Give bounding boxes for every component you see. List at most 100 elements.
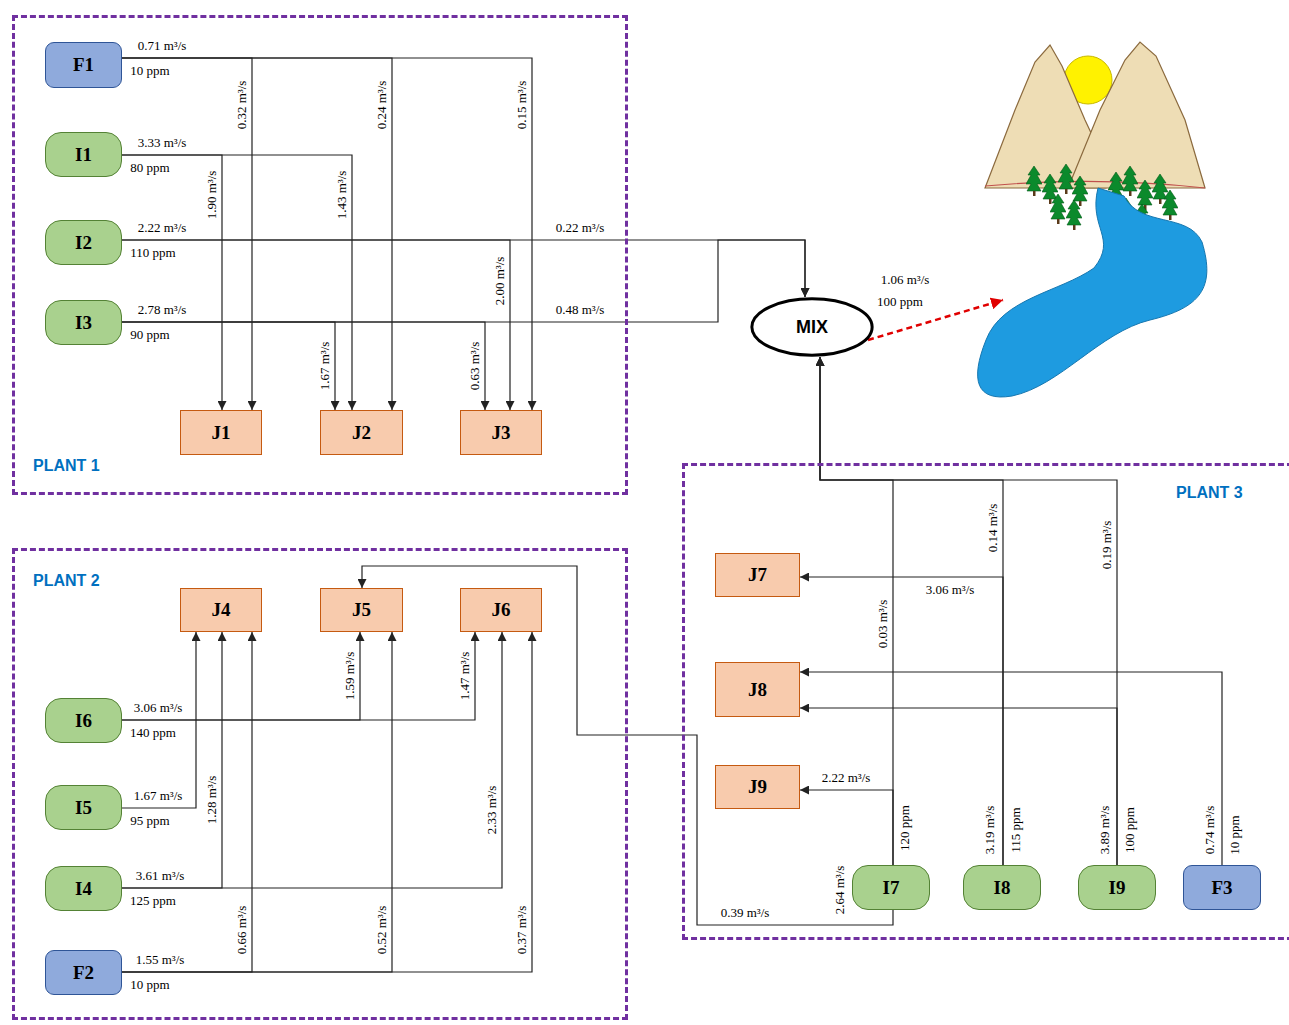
unit-label: J7 — [748, 564, 767, 586]
stream-label: 2.64 m³/s — [833, 866, 847, 915]
process-sink: J5 — [320, 588, 403, 632]
stream-label: 10 ppm — [130, 978, 169, 992]
tree — [1137, 180, 1153, 210]
stream-label: 120 ppm — [898, 805, 912, 851]
stream-label: 1.06 m³/s — [881, 273, 930, 287]
flow-rate-label: 0.22 m³/s — [556, 221, 605, 235]
flow-connector — [122, 240, 805, 297]
flow-rate-label: 0.15 m³/s — [515, 81, 529, 130]
flow-rate-label: 2.33 m³/s — [485, 786, 499, 835]
stream-label: 115 ppm — [1009, 807, 1023, 852]
flow-connector — [122, 632, 360, 720]
mixer-label: MIX — [796, 317, 828, 338]
process-sink: J9 — [715, 765, 800, 809]
stream-label: 140 ppm — [130, 726, 176, 740]
unit-label: J8 — [748, 679, 767, 701]
flow-rate-label: 2.00 m³/s — [493, 257, 507, 306]
flow-rate-label: 3.06 m³/s — [926, 583, 975, 597]
flow-connector — [800, 577, 1003, 865]
stream-label: 100 ppm — [877, 295, 923, 309]
flow-rate-label: 1.67 m³/s — [318, 342, 332, 391]
stream-label: 2.78 m³/s — [138, 303, 187, 317]
stream-label: 80 ppm — [130, 161, 169, 175]
flow-rate-label: 0.03 m³/s — [876, 600, 890, 649]
process-source: I2 — [45, 220, 122, 265]
process-sink: J8 — [715, 662, 800, 717]
process-source: I1 — [45, 132, 122, 177]
flow-rate-label: 1.90 m³/s — [205, 171, 219, 220]
flow-rate-label: 0.52 m³/s — [375, 906, 389, 955]
process-sink: J2 — [320, 410, 403, 455]
unit-label: J2 — [352, 422, 371, 444]
stream-label: 110 ppm — [130, 246, 175, 260]
flow-rate-label: 2.22 m³/s — [822, 771, 871, 785]
flow-connector — [122, 58, 252, 410]
flow-rate-label: 1.28 m³/s — [205, 776, 219, 825]
flow-rate-label: 0.63 m³/s — [468, 342, 482, 391]
tree — [1026, 166, 1042, 196]
flow-rate-label: 0.19 m³/s — [1100, 521, 1114, 570]
stream-label: 95 ppm — [130, 814, 169, 828]
unit-label: J3 — [492, 422, 511, 444]
process-source: I4 — [45, 866, 122, 911]
stream-label: 3.89 m³/s — [1098, 806, 1112, 855]
plant-heading: PLANT 3 — [1176, 484, 1243, 502]
unit-label: J5 — [352, 599, 371, 621]
flow-connector — [122, 632, 532, 972]
flow-connector — [122, 632, 475, 720]
lake — [978, 188, 1207, 397]
freshwater-source: F3 — [1183, 865, 1261, 910]
process-sink: J1 — [180, 410, 262, 455]
stream-label: 3.06 m³/s — [134, 701, 183, 715]
flow-rate-label: 0.24 m³/s — [375, 81, 389, 130]
flow-rate-label: 0.37 m³/s — [515, 906, 529, 955]
flow-connector — [122, 155, 222, 410]
plant-heading: PLANT 2 — [33, 572, 100, 590]
stream-label: 10 ppm — [130, 64, 169, 78]
process-source: I7 — [852, 865, 930, 910]
process-sink: J6 — [460, 588, 542, 632]
flow-connector — [122, 240, 805, 322]
flow-rate-label: 0.39 m³/s — [721, 906, 770, 920]
unit-label: F3 — [1211, 877, 1232, 899]
mixer-ellipse: MIX — [750, 297, 874, 357]
stream-label: 3.33 m³/s — [138, 136, 187, 150]
flow-connector — [122, 632, 222, 888]
ground-line — [985, 181, 1205, 188]
flow-connector — [122, 240, 510, 410]
flow-connector — [122, 322, 485, 410]
flow-connector — [122, 632, 392, 972]
unit-label: I7 — [883, 877, 900, 899]
plant-heading: PLANT 1 — [33, 457, 100, 475]
process-sink: J4 — [180, 588, 262, 632]
unit-label: J9 — [748, 776, 767, 798]
flow-connector — [122, 632, 252, 972]
tree — [1058, 164, 1074, 194]
flow-rate-label: 0.48 m³/s — [556, 303, 605, 317]
plant-region: PLANT 2J4J5J6I6I5I4F2 — [12, 548, 628, 1020]
tree — [1152, 174, 1168, 204]
flow-connector — [820, 357, 1117, 865]
flow-rate-label: 0.32 m³/s — [235, 81, 249, 130]
stream-label: 0.71 m³/s — [138, 39, 187, 53]
flow-connector — [800, 790, 893, 865]
flow-connector — [820, 357, 1003, 865]
stream-label: 1.55 m³/s — [136, 953, 185, 967]
tree — [1122, 166, 1138, 196]
flow-rate-label: 1.43 m³/s — [335, 171, 349, 220]
unit-label: I5 — [75, 797, 92, 819]
flow-connector — [122, 322, 335, 410]
stream-label: 1.67 m³/s — [134, 789, 183, 803]
process-source: I3 — [45, 300, 122, 345]
flow-connector — [800, 708, 1117, 865]
flow-connector — [122, 632, 502, 888]
stream-label: 90 ppm — [130, 328, 169, 342]
flow-rate-label: 1.47 m³/s — [458, 652, 472, 701]
stream-label: 0.74 m³/s — [1203, 806, 1217, 855]
process-source: I8 — [963, 865, 1041, 910]
unit-label: I6 — [75, 710, 92, 732]
flow-connector — [122, 155, 352, 410]
tree — [1066, 200, 1082, 230]
flow-connector — [800, 672, 1222, 865]
stream-label: 100 ppm — [1123, 807, 1137, 853]
